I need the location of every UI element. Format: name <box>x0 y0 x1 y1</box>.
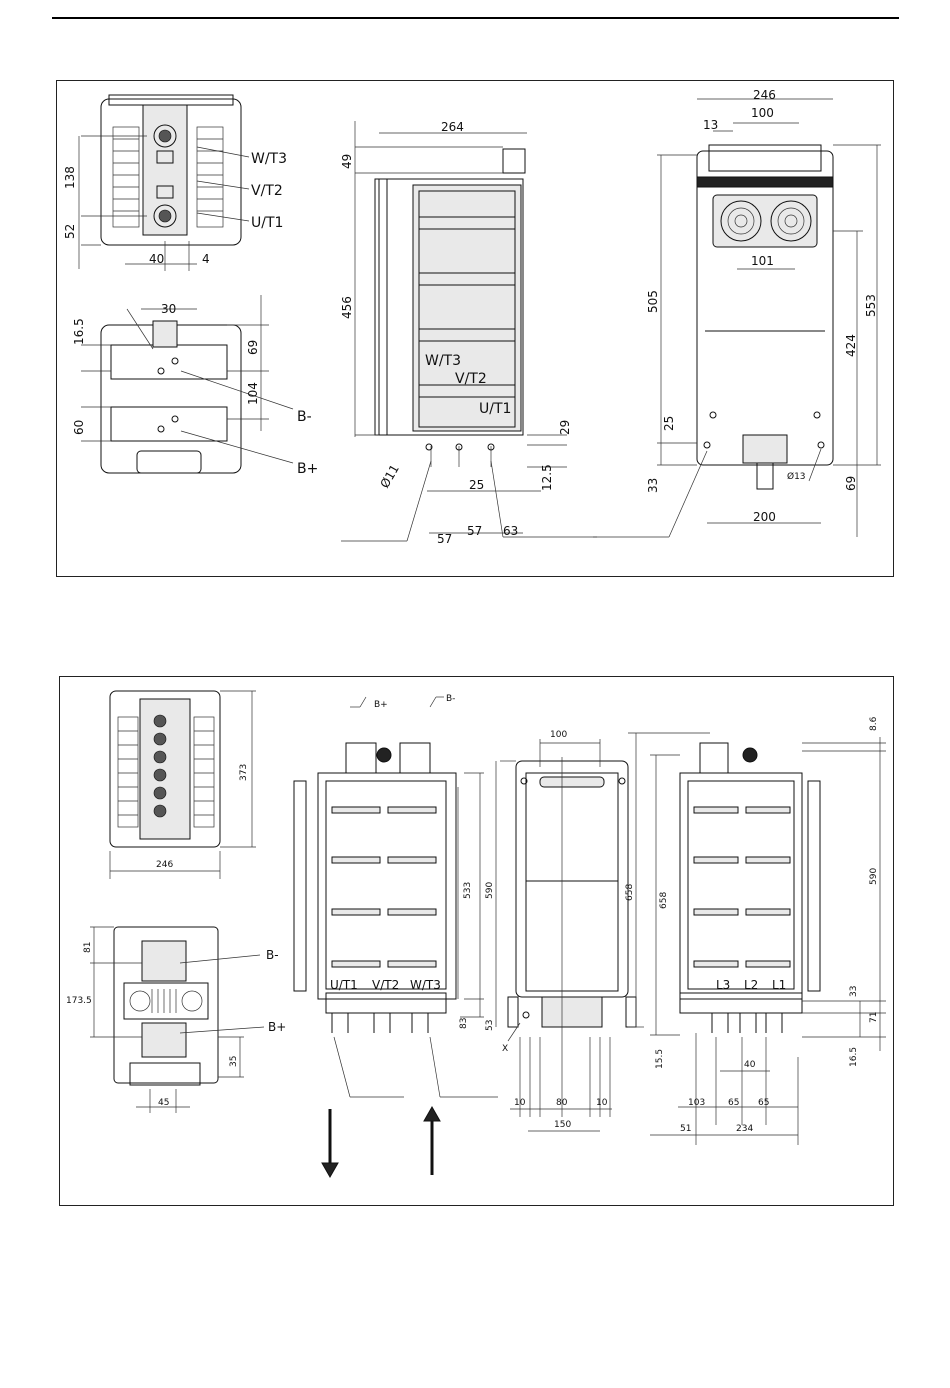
dim-80: 80 <box>556 1098 568 1108</box>
drive-output-side-view: B+ B- 533 590 83 U/T1 V/T2 W/T3 <box>294 694 498 1177</box>
dim-25-side: 25 <box>469 478 484 492</box>
drive-dimension-panel-top: 138 52 40 4 W/T3 V/T2 U/T1 30 16.5 69 10… <box>56 80 894 577</box>
dim-35: 35 <box>229 1056 239 1067</box>
dim-10-a: 10 <box>514 1098 526 1108</box>
label-w-t3-output: W/T3 <box>410 978 441 992</box>
dim-200: 200 <box>753 510 776 524</box>
busbar-bottom-view: 30 16.5 69 104 60 B- B+ <box>72 295 318 477</box>
dim-45: 45 <box>158 1098 169 1108</box>
dim-16-5-bottom: 16.5 <box>849 1047 859 1067</box>
dim-103: 103 <box>688 1098 705 1108</box>
dim-57-b: 57 <box>467 524 482 538</box>
dim-69-left: 69 <box>246 340 260 355</box>
busbar-bottom-view-large: 81 173.5 35 45 B- B+ <box>66 927 286 1113</box>
label-b-minus-bottom: B- <box>266 948 279 962</box>
dim-100: 100 <box>751 106 774 120</box>
label-u-t1-side: U/T1 <box>479 401 511 417</box>
dim-100-side: 100 <box>550 730 567 740</box>
label-v-t2-side: V/T2 <box>455 371 487 387</box>
dim-40-bottom: 40 <box>744 1060 756 1070</box>
dim-590-left: 590 <box>485 882 495 899</box>
label-b-plus-top: B+ <box>374 700 388 710</box>
label-b-plus: B+ <box>297 461 318 477</box>
dim-373: 373 <box>239 764 249 781</box>
dim-63: 63 <box>503 524 518 538</box>
dim-533: 533 <box>463 882 473 899</box>
dim-658-front: 658 <box>659 892 669 909</box>
dim-60: 60 <box>72 420 86 435</box>
dim-104: 104 <box>246 382 260 405</box>
dim-29: 29 <box>558 420 572 435</box>
label-b-minus-top: B- <box>446 694 455 704</box>
dim-49: 49 <box>340 154 354 169</box>
dim-138: 138 <box>63 166 77 189</box>
dim-13: 13 <box>703 118 718 132</box>
dim-246: 246 <box>753 88 776 102</box>
label-v-t2: V/T2 <box>251 183 283 199</box>
terminal-front-view: 138 52 40 4 W/T3 V/T2 U/T1 <box>63 95 287 271</box>
dim-590-right: 590 <box>869 868 879 885</box>
dim-dia-13: Ø13 <box>787 471 806 482</box>
drive-dimension-panel-bottom: 373 246 81 173.5 35 45 B- B+ <box>59 676 894 1206</box>
label-b-minus: B- <box>297 409 312 425</box>
header-rule <box>52 17 899 19</box>
dim-553: 553 <box>864 294 878 317</box>
dim-101: 101 <box>751 254 774 268</box>
label-u-t1-output: U/T1 <box>330 978 358 992</box>
dim-40: 40 <box>149 252 164 266</box>
dim-30: 30 <box>161 302 176 316</box>
dim-dia-11: Ø11 <box>377 462 401 490</box>
dim-71: 71 <box>869 1012 879 1023</box>
dim-234: 234 <box>736 1124 753 1134</box>
label-w-t3: W/T3 <box>251 151 287 167</box>
dim-16-5: 16.5 <box>72 318 86 345</box>
label-b-plus-bottom: B+ <box>268 1020 286 1034</box>
label-w-t3-side: W/T3 <box>425 353 461 369</box>
dim-33-bottom: 33 <box>849 986 859 997</box>
dim-83: 83 <box>459 1018 469 1029</box>
dim-173-5: 173.5 <box>66 996 92 1006</box>
dim-69-right: 69 <box>844 476 858 491</box>
drive-input-side-view: 658 8.6 590 33 71 16.5 15.5 103 65 65 40… <box>650 716 886 1145</box>
label-l1: L1 <box>772 978 786 992</box>
drive-front-view: 246 100 13 101 505 553 424 25 33 Ø13 69 … <box>593 88 881 537</box>
dim-4: 4 <box>202 252 210 266</box>
dim-33: 33 <box>646 478 660 493</box>
label-l3: L3 <box>716 978 730 992</box>
dim-57-a: 57 <box>437 532 452 546</box>
drive-narrow-side-view: 100 658 53 X 10 80 10 150 <box>485 730 710 1131</box>
dim-150: 150 <box>554 1120 571 1130</box>
label-v-t2-output: V/T2 <box>372 978 399 992</box>
dim-52: 52 <box>63 224 77 239</box>
dim-424: 424 <box>844 334 858 357</box>
dim-658-side: 658 <box>625 884 635 901</box>
label-l2: L2 <box>744 978 758 992</box>
dim-65-a: 65 <box>728 1098 739 1108</box>
dim-10-b: 10 <box>596 1098 608 1108</box>
label-x: X <box>502 1044 508 1054</box>
terminal-front-view-large: 373 246 <box>110 691 256 879</box>
dim-65-b: 65 <box>758 1098 769 1108</box>
dim-51: 51 <box>680 1124 691 1134</box>
dim-505: 505 <box>646 290 660 313</box>
dim-456: 456 <box>340 296 354 319</box>
dim-8-6: 8.6 <box>869 716 879 731</box>
drive-side-view: 264 49 456 29 12.5 25 Ø11 57 57 63 W/T3 … <box>340 120 597 546</box>
dim-81: 81 <box>83 942 93 953</box>
dim-246-bottom: 246 <box>156 860 173 870</box>
dim-25-front: 25 <box>662 416 676 431</box>
dim-12-5: 12.5 <box>540 464 554 491</box>
dim-15-5: 15.5 <box>655 1049 665 1069</box>
label-u-t1: U/T1 <box>251 215 283 231</box>
drawing-top: 138 52 40 4 W/T3 V/T2 U/T1 30 16.5 69 10… <box>57 81 893 576</box>
dim-264: 264 <box>441 120 464 134</box>
dim-53: 53 <box>485 1020 495 1031</box>
drawing-bottom: 373 246 81 173.5 35 45 B- B+ <box>60 677 893 1205</box>
